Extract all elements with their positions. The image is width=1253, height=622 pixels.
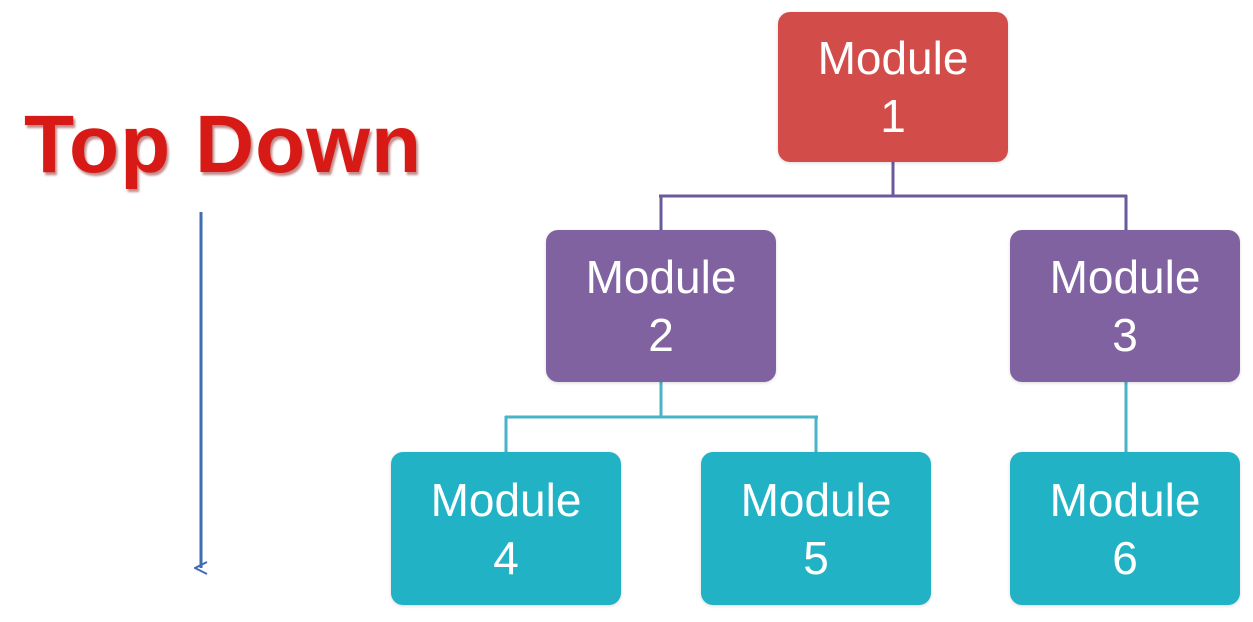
module-1-number: 1 (880, 90, 906, 142)
diagram-title: Top Down (24, 99, 423, 190)
module-4-number: 4 (493, 531, 519, 584)
module-4-label: Module (430, 473, 582, 526)
module-2-box: Module 2 (546, 230, 776, 382)
module-3-box: Module 3 (1010, 230, 1240, 382)
module-3-number: 3 (1112, 309, 1138, 361)
module-5-label: Module (740, 473, 892, 526)
module-2-number: 2 (648, 309, 674, 361)
module-6-label: Module (1049, 473, 1201, 526)
module-2-label: Module (585, 251, 737, 303)
connector-module2-children (504, 382, 818, 452)
module-3-label: Module (1049, 251, 1201, 303)
module-6-number: 6 (1112, 531, 1138, 584)
module-4-box: Module 4 (391, 452, 621, 605)
module-1-label: Module (817, 32, 969, 84)
module-5-number: 5 (803, 531, 829, 584)
connector-module1-children (659, 162, 1128, 230)
module-5-box: Module 5 (701, 452, 931, 605)
module-6-box: Module 6 (1010, 452, 1240, 605)
module-1-box: Module 1 (778, 12, 1008, 162)
